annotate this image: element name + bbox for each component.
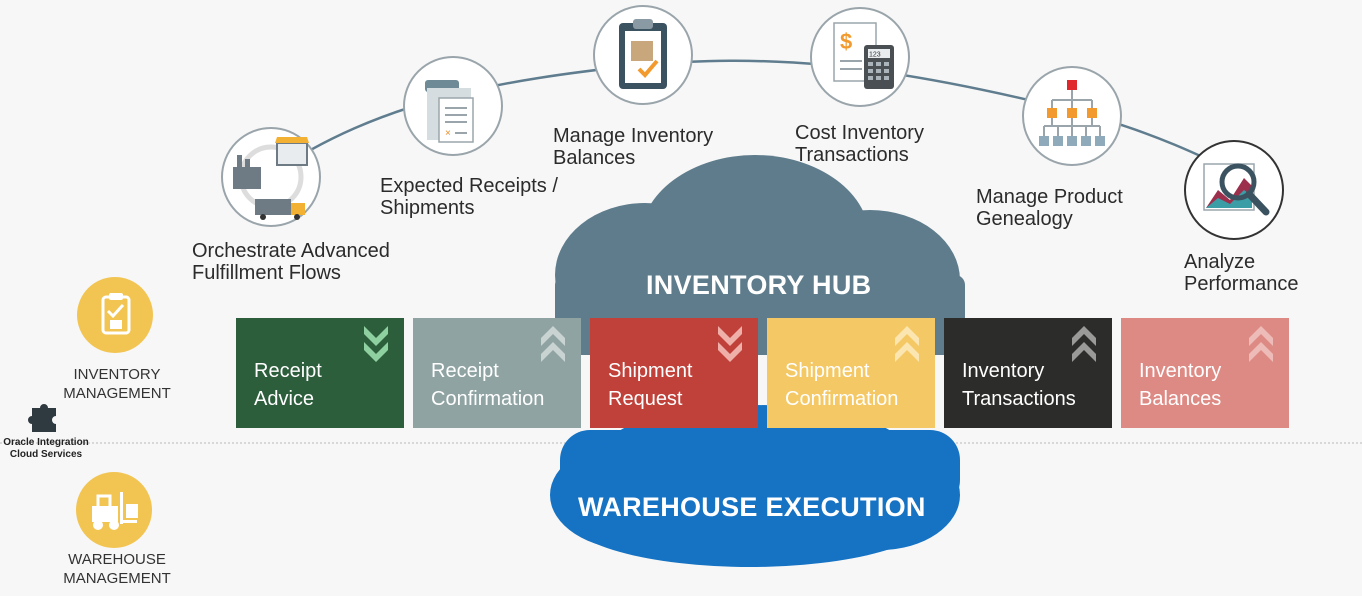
chevron-down-icon bbox=[718, 326, 742, 362]
chevron-up-icon bbox=[1072, 326, 1096, 362]
orchestrate-circle bbox=[221, 127, 321, 227]
chevron-up-icon bbox=[895, 326, 919, 362]
puzzle-icon bbox=[28, 404, 56, 432]
tile-line2: Advice bbox=[254, 388, 315, 410]
cost-label: Cost Inventory Transactions bbox=[795, 122, 924, 166]
tile-line1: Shipment bbox=[785, 360, 870, 382]
warehouse-title: WAREHOUSE EXECUTION bbox=[578, 492, 926, 522]
tile-line1: Shipment bbox=[608, 360, 693, 382]
tile-line1: Inventory bbox=[962, 360, 1045, 382]
chevron-up-icon bbox=[541, 326, 565, 362]
hub-cloud bbox=[555, 155, 965, 355]
clipboard-icon bbox=[101, 293, 131, 335]
svg-text:×: × bbox=[445, 128, 451, 139]
genealogy-circle bbox=[1022, 66, 1122, 166]
clipboard-box-icon bbox=[619, 19, 667, 89]
tile-line2: Balances bbox=[1139, 388, 1222, 410]
invoice-calculator-icon: $ 123 bbox=[833, 22, 894, 89]
document-icon: × bbox=[425, 80, 474, 143]
chevron-up-icon bbox=[1249, 326, 1273, 362]
genealogy-label: Manage Product Genealogy bbox=[976, 186, 1123, 230]
expected-receipts-label: Expected Receipts / Shipments bbox=[380, 175, 558, 219]
magnifier-chart-icon bbox=[1203, 163, 1270, 216]
factory-store-truck-icon bbox=[233, 137, 309, 220]
hierarchy-icon bbox=[1039, 80, 1105, 146]
tile-line1: Inventory bbox=[1139, 360, 1222, 382]
manage-balances-circle bbox=[593, 5, 693, 105]
svg-text:$: $ bbox=[840, 29, 852, 54]
calculator-display: 123 bbox=[869, 52, 881, 59]
oics-label: Oracle Integration Cloud Services bbox=[3, 437, 89, 460]
tile-line2: Confirmation bbox=[785, 388, 899, 410]
warehouse-management-label: WAREHOUSE MANAGEMENT bbox=[63, 551, 171, 587]
cost-circle: $ 123 bbox=[810, 7, 910, 107]
analyze-circle bbox=[1184, 140, 1284, 240]
tile-line2: Transactions bbox=[962, 388, 1076, 410]
forklift-icon bbox=[92, 492, 138, 530]
warehouse-management-badge bbox=[76, 472, 152, 548]
analyze-label: Analyze Performance bbox=[1184, 251, 1299, 295]
orchestrate-label: Orchestrate Advanced Fulfillment Flows bbox=[192, 240, 390, 284]
hub-title: INVENTORY HUB bbox=[646, 270, 872, 300]
tile-line1: Receipt bbox=[431, 360, 499, 382]
manage-balances-label: Manage Inventory Balances bbox=[553, 125, 714, 169]
tile-line1: Receipt bbox=[254, 360, 322, 382]
inventory-management-label: INVENTORY MANAGEMENT bbox=[63, 366, 171, 402]
inventory-management-badge bbox=[77, 277, 153, 353]
tile-line2: Request bbox=[608, 388, 683, 410]
expected-receipts-circle: × bbox=[403, 56, 503, 156]
chevron-down-icon bbox=[364, 326, 388, 362]
tile-line2: Confirmation bbox=[431, 388, 545, 410]
